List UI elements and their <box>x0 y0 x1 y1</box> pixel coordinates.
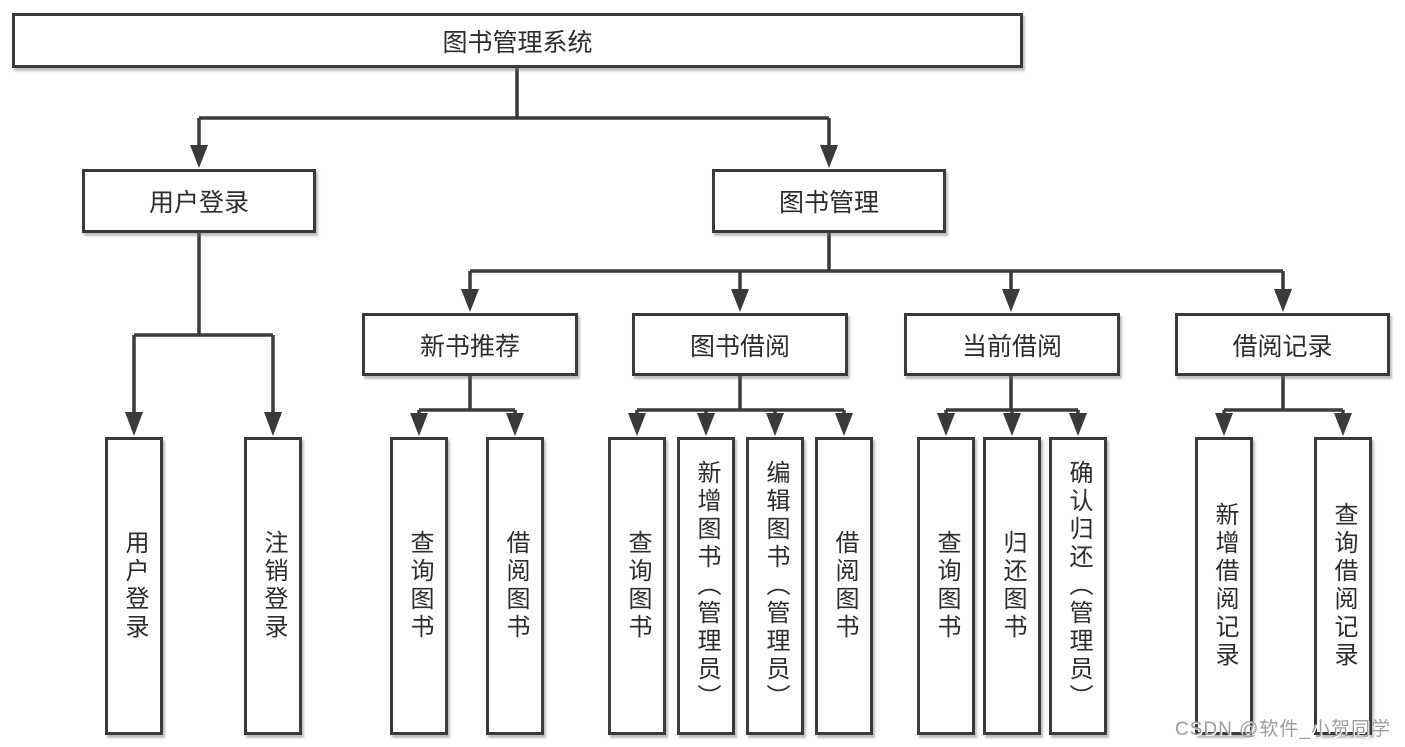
leaf-current-query-book: 查询图书 <box>917 437 975 735</box>
node-borrowing-records: 借阅记录 <box>1175 313 1390 376</box>
leaf-recommend-borrow-book: 借阅图书 <box>486 437 544 735</box>
node-current-borrowing: 当前借阅 <box>904 313 1120 376</box>
node-label: 查询图书 <box>933 530 960 642</box>
leaf-current-confirm-return-admin: 确认归还（管理员） <box>1049 437 1107 735</box>
node-label: 图书管理系统 <box>442 28 593 57</box>
leaf-current-return-book: 归还图书 <box>983 437 1041 735</box>
node-label: 查询借阅记录 <box>1330 502 1357 670</box>
node-label: 新增图书（管理员） <box>693 460 720 712</box>
node-root-library-system: 图书管理系统 <box>12 13 1023 68</box>
node-label: 用户登录 <box>121 530 148 642</box>
node-label: 注销登录 <box>260 530 287 642</box>
node-label: 图书管理 <box>778 189 879 217</box>
node-label: 新增借阅记录 <box>1211 502 1238 670</box>
leaf-records-add-borrow-record: 新增借阅记录 <box>1195 437 1253 735</box>
node-label: 新书推荐 <box>419 332 520 361</box>
node-label: 确认归还（管理员） <box>1065 460 1092 712</box>
leaf-borrow-query-book: 查询图书 <box>608 437 666 735</box>
leaf-borrow-borrow-book: 借阅图书 <box>815 437 873 735</box>
node-user-login: 用户登录 <box>82 169 316 233</box>
node-label: 借阅图书 <box>502 530 529 642</box>
leaf-borrow-add-book-admin: 新增图书（管理员） <box>677 437 735 735</box>
node-new-book-recommendation: 新书推荐 <box>362 313 578 376</box>
leaf-recommend-query-book: 查询图书 <box>390 437 448 735</box>
node-label: 编辑图书（管理员） <box>762 460 789 712</box>
node-label: 查询图书 <box>406 530 433 642</box>
node-label: 用户登录 <box>148 189 249 217</box>
node-label: 借阅记录 <box>1232 332 1333 361</box>
node-label: 当前借阅 <box>961 332 1062 361</box>
node-label: 图书借阅 <box>689 332 790 361</box>
node-label: 归还图书 <box>999 530 1026 642</box>
node-label: 借阅图书 <box>831 530 858 642</box>
leaf-borrow-edit-book-admin: 编辑图书（管理员） <box>746 437 804 735</box>
leaf-logout: 注销登录 <box>244 437 302 735</box>
node-book-borrowing: 图书借阅 <box>632 313 848 376</box>
csdn-watermark: CSDN @软件_小贺同学 <box>1175 719 1391 740</box>
node-book-management: 图书管理 <box>712 169 946 233</box>
node-label: 查询图书 <box>624 530 651 642</box>
leaf-records-query-borrow-record: 查询借阅记录 <box>1314 437 1372 735</box>
leaf-user-login: 用户登录 <box>105 437 163 735</box>
